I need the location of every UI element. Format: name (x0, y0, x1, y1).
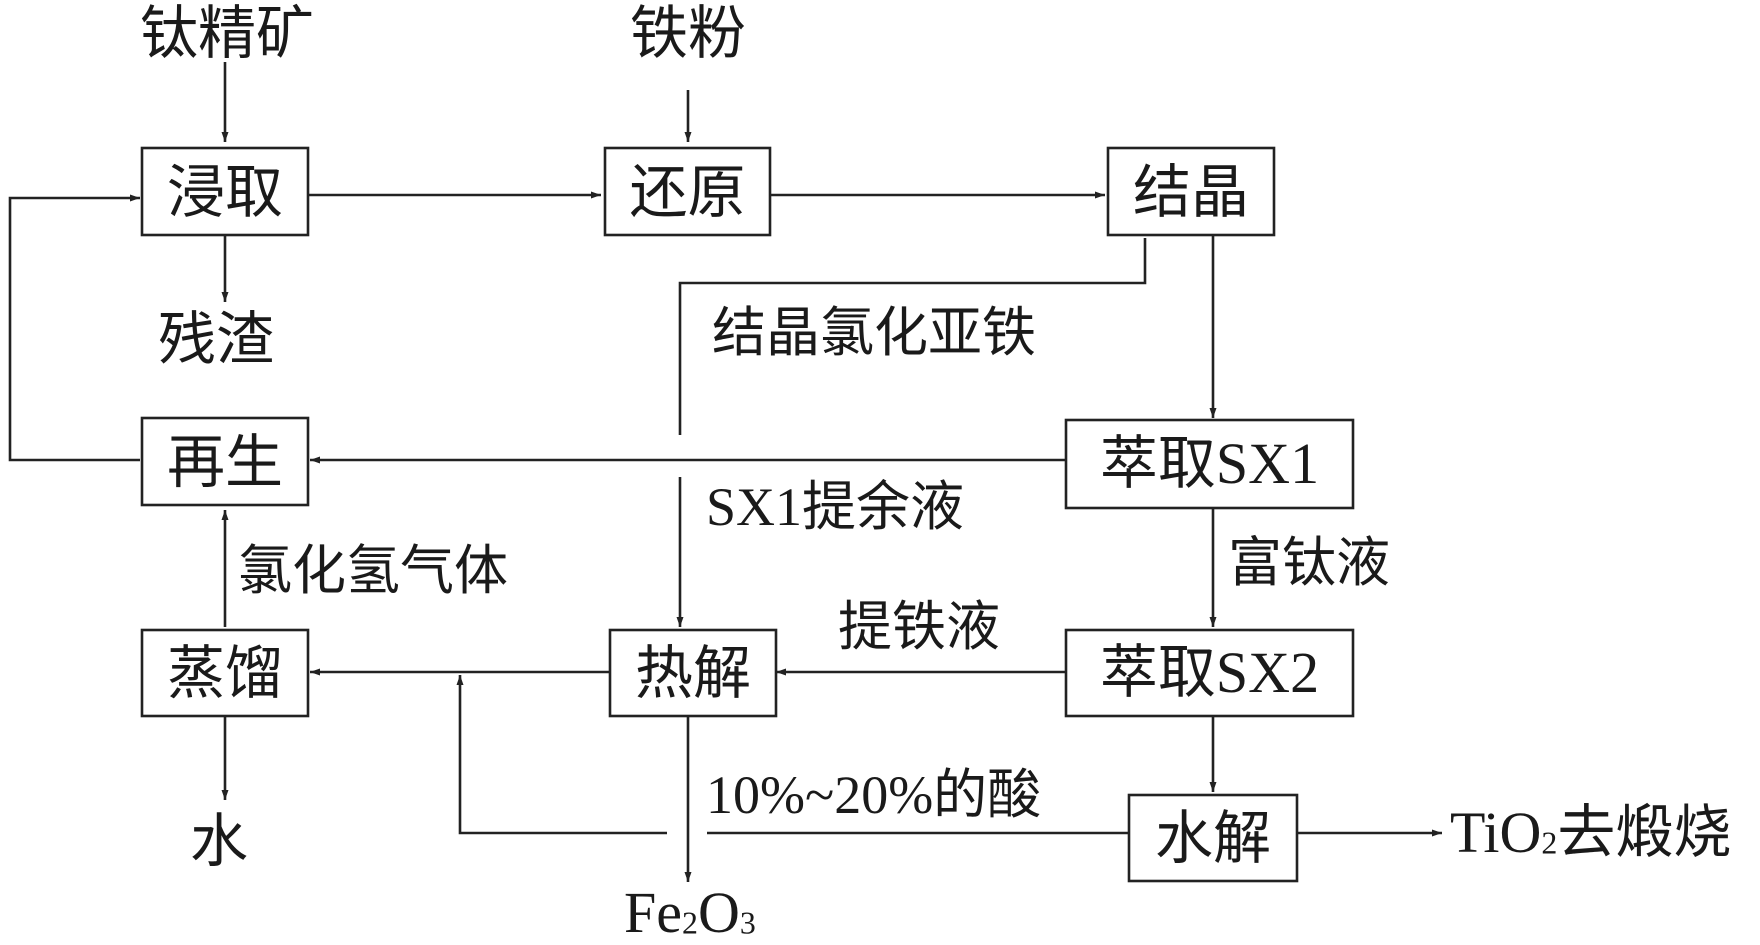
box-distill (140, 628, 310, 718)
label-titanium-rich: 富钛液 (1228, 531, 1390, 594)
box-extract-sx1-label: 萃取SX1 (1099, 431, 1320, 496)
box-extract-sx2-label: 萃取SX2 (1099, 640, 1320, 705)
tio2-sub: 2 (1541, 825, 1558, 861)
box-crystallize-label: 结晶 (1132, 157, 1249, 226)
fe2o3-sub-1: 2 (682, 905, 698, 941)
arrow-regenerate-to-leach (8, 194, 140, 462)
label-acid: 10%~20%的酸 (706, 765, 1042, 825)
box-leach-label: 浸取 (166, 157, 283, 226)
box-leach (140, 146, 310, 237)
box-reduce (603, 146, 772, 237)
box-regenerate (140, 416, 310, 507)
box-pyrolysis (608, 628, 778, 718)
box-hydrolysis-label: 水解 (1154, 804, 1271, 872)
box-hydrolysis (1127, 793, 1299, 883)
arrow-acid-recycle (456, 675, 667, 835)
label-sx1-raffinate: SX1提余液 (706, 477, 965, 537)
label-water: 水 (190, 807, 249, 875)
tio2-calcine-text: 去煅烧 (1557, 800, 1732, 865)
label-tio2-calcine: TiO2去煅烧 (1450, 804, 1731, 862)
label-fe2o3: Fe2O3 (624, 884, 756, 942)
label-iron-powder: 铁粉 (630, 0, 747, 67)
box-regenerate-label: 再生 (166, 427, 283, 496)
fe2o3-fe: Fe (624, 880, 682, 945)
fe2o3-sub-2: 3 (739, 905, 756, 941)
box-reduce-label: 还原 (629, 157, 746, 226)
label-ferrous-chloride: 结晶氯化亚铁 (712, 301, 1036, 364)
label-residue: 残渣 (158, 305, 275, 373)
label-iron-strip: 提铁液 (838, 595, 1000, 658)
label-titanium-concentrate: 钛精矿 (140, 0, 315, 67)
box-distill-label: 蒸馏 (166, 639, 283, 707)
box-extract-sx1 (1064, 418, 1355, 510)
tio2-tio: TiO (1450, 800, 1542, 865)
box-extract-sx2 (1064, 628, 1355, 718)
line-ferrous-chloride (678, 238, 1147, 435)
box-crystallize (1106, 146, 1276, 237)
fe2o3-o: O (697, 880, 740, 945)
label-hcl-gas: 氯化氢气体 (238, 539, 508, 602)
box-pyrolysis-label: 热解 (634, 639, 751, 707)
